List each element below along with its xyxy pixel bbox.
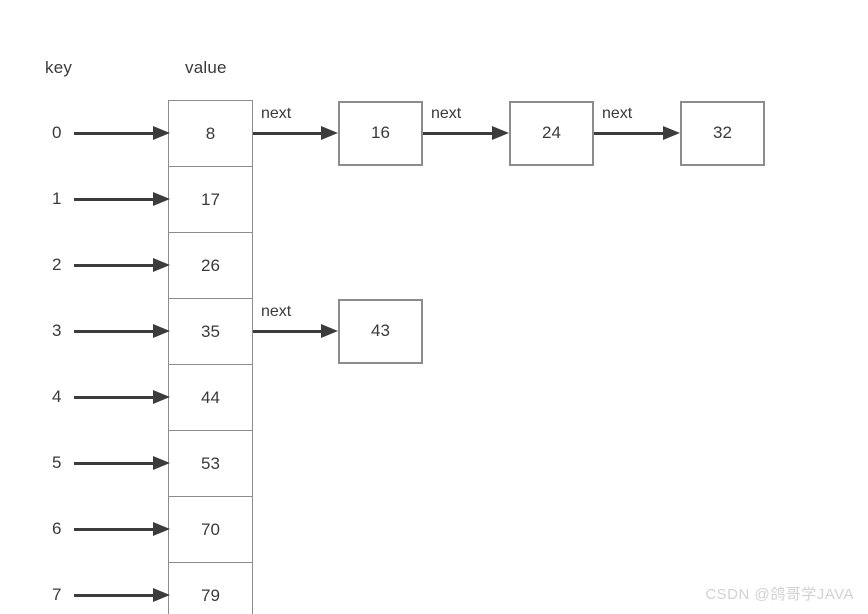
key-label: 2 xyxy=(52,255,62,274)
key-row: 2 xyxy=(40,232,170,298)
next-label: next xyxy=(261,303,292,320)
bucket-value: 53 xyxy=(201,453,220,473)
key-label: 4 xyxy=(52,387,62,406)
key-column-header: key xyxy=(45,58,73,77)
bucket-cell: 8 xyxy=(168,100,253,166)
key-label: 3 xyxy=(52,321,62,340)
key-to-bucket-arrow-icon xyxy=(70,258,170,272)
watermark-text: CSDN @鸽哥学JAVA xyxy=(705,586,854,603)
key-row: 4 xyxy=(40,364,170,430)
next-pointer-arrow-icon xyxy=(594,126,680,140)
bucket-value: 17 xyxy=(201,189,220,209)
key-label: 0 xyxy=(52,123,62,142)
next-pointer-arrow-icon xyxy=(423,126,509,140)
key-label: 7 xyxy=(52,585,62,604)
bucket-value: 8 xyxy=(205,123,216,143)
key-row: 7 xyxy=(40,562,170,614)
key-to-bucket-arrow-icon xyxy=(70,192,170,206)
bucket-cell: 70 xyxy=(168,496,253,562)
key-label: 1 xyxy=(52,189,62,208)
bucket-cell: 53 xyxy=(168,430,253,496)
bucket-array: 8 17 26 35 44 53 70 79 xyxy=(168,100,253,614)
next-pointer-arrow-icon xyxy=(253,126,338,140)
next-label: next xyxy=(431,105,462,122)
chain-node: 24 xyxy=(509,100,594,166)
key-row: 5 xyxy=(40,430,170,496)
next-label: next xyxy=(602,105,633,122)
chain-node-value: 24 xyxy=(542,123,561,142)
chain-node: 16 xyxy=(338,100,423,166)
chain-node: 32 xyxy=(680,100,765,166)
bucket-value: 44 xyxy=(201,387,220,407)
key-to-bucket-arrow-icon xyxy=(70,522,170,536)
bucket-cell: 79 xyxy=(168,562,253,614)
key-to-bucket-arrow-icon xyxy=(70,456,170,470)
chain-node: 43 xyxy=(338,298,423,364)
key-to-bucket-arrow-icon xyxy=(70,390,170,404)
key-to-bucket-arrow-icon xyxy=(70,588,170,602)
key-row: 0 xyxy=(40,100,170,166)
bucket-cell: 17 xyxy=(168,166,253,232)
next-pointer-arrow-icon xyxy=(253,324,338,338)
key-row: 6 xyxy=(40,496,170,562)
key-label: 5 xyxy=(52,453,62,472)
bucket-value: 26 xyxy=(201,255,220,275)
key-row: 1 xyxy=(40,166,170,232)
key-row: 3 xyxy=(40,298,170,364)
key-to-bucket-arrow-icon xyxy=(70,126,170,140)
key-label: 6 xyxy=(52,519,62,538)
chain-node-value: 32 xyxy=(713,123,732,142)
bucket-cell: 44 xyxy=(168,364,253,430)
bucket-cell: 26 xyxy=(168,232,253,298)
bucket-value: 79 xyxy=(201,585,220,605)
bucket-value: 70 xyxy=(201,519,220,539)
bucket-cell: 35 xyxy=(168,298,253,364)
value-column-header: value xyxy=(185,58,227,77)
next-label: next xyxy=(261,105,292,122)
chain-node-value: 16 xyxy=(371,123,390,142)
chain-node-value: 43 xyxy=(371,321,390,340)
key-to-bucket-arrow-icon xyxy=(70,324,170,338)
bucket-value: 35 xyxy=(201,321,220,341)
